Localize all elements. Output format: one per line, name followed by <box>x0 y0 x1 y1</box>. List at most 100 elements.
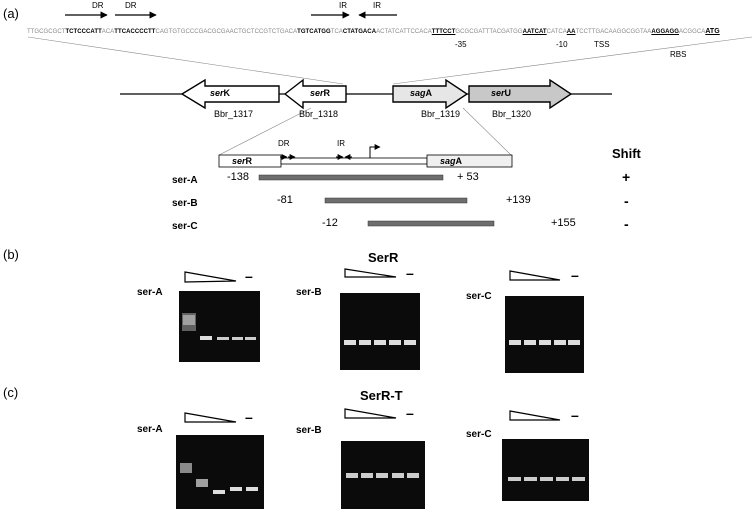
seq-part: CATCA <box>546 29 567 35</box>
sagA-label: sagA <box>410 88 432 98</box>
gel-c-ser-B-image <box>341 441 425 509</box>
minus10-label: -10 <box>556 40 568 49</box>
probe-name: ser-C <box>172 221 198 232</box>
concentration-wedge <box>509 270 561 281</box>
seq-start-codon: ATG <box>705 28 720 35</box>
zoom-sagA-suffix: A <box>455 156 463 166</box>
zoom-line <box>218 107 312 156</box>
promoter-arrow <box>369 144 381 158</box>
concentration-wedge <box>184 412 237 423</box>
serR-label: serR <box>310 88 330 98</box>
seq-part: CAGTGTGCCCGACGCGAACTGCTCCGTCTGACA <box>155 29 298 35</box>
shift-result: - <box>624 193 629 209</box>
gene-map <box>27 11 753 227</box>
shift-header: Shift <box>612 146 641 161</box>
seq-ir1: TGTCATGG <box>297 29 331 35</box>
seq-part: TCCTTGACAAGGCGGTAA <box>575 29 652 35</box>
serR-suffix: R <box>323 88 331 98</box>
concentration-wedge <box>184 271 237 283</box>
seq-part: ACTATCATTCCACA <box>376 29 432 35</box>
no-protein-lane-mark: – <box>406 405 414 421</box>
serK-gene-arrow <box>180 78 280 110</box>
probe-end: + 53 <box>457 171 479 183</box>
probe-name: ser-A <box>172 175 198 186</box>
zoom-dr-label: DR <box>278 139 290 148</box>
probe-start: -81 <box>277 194 293 206</box>
zoom-serR-italic: ser <box>232 156 246 166</box>
concentration-wedge <box>509 410 561 421</box>
serK-italic: ser <box>210 88 224 98</box>
serU-italic: ser <box>491 88 505 98</box>
probe-end: +155 <box>551 217 576 229</box>
zoom-serR-suffix: R <box>245 156 253 166</box>
dr-label-2: DR <box>125 1 137 10</box>
zoom-sagA-label: sagA <box>440 156 462 166</box>
no-protein-lane-mark: – <box>245 409 253 425</box>
gel-c-title: SerR-T <box>360 388 403 403</box>
zoom-sagA-italic: sag <box>440 156 456 166</box>
seq-minus10: AATCAT <box>522 29 547 35</box>
probe-end: +139 <box>506 194 531 206</box>
gel-c-ser-A-image <box>176 435 264 509</box>
zoom-line <box>462 107 512 156</box>
serR-locus: Bbr_1318 <box>299 109 339 119</box>
probe-ser-C-bar <box>367 220 495 227</box>
concentration-wedge <box>344 268 397 278</box>
zoom-line <box>27 36 344 85</box>
probe-ser-B-bar <box>324 197 468 204</box>
gel-b-lane-label: ser-C <box>466 291 492 302</box>
sagA-suffix: A <box>425 88 433 98</box>
seq-minus35: TTTCCT <box>431 29 456 35</box>
seq-tss: AA <box>566 29 576 35</box>
dr-label-1: DR <box>92 1 104 10</box>
serR-gene-arrow <box>283 78 347 110</box>
ir-label-2: IR <box>373 1 381 10</box>
serR-italic: ser <box>310 88 324 98</box>
panel-label-a: (a) <box>3 6 19 21</box>
gel-b-ser-C-image <box>505 296 584 373</box>
probe-start: -12 <box>322 217 338 229</box>
gel-b-title: SerR <box>368 250 399 265</box>
seq-ir2: CTATGACA <box>342 29 377 35</box>
probe-ser-A-bar <box>258 174 444 181</box>
gel-c-lane-label: ser-A <box>137 424 163 435</box>
serU-suffix: U <box>504 88 512 98</box>
tss-label: TSS <box>594 40 610 49</box>
minus35-label: -35 <box>455 40 467 49</box>
gel-c-lane-label: ser-C <box>466 429 492 440</box>
no-protein-lane-mark: – <box>245 268 253 284</box>
serU-locus: Bbr_1320 <box>492 109 532 119</box>
panel-label-b: (b) <box>3 247 19 262</box>
shift-result: - <box>624 216 629 232</box>
serU-gene-arrow <box>468 78 573 110</box>
zoom-serR-label: serR <box>232 156 252 166</box>
seq-part: TCA <box>330 29 343 35</box>
probe-start: -138 <box>227 171 250 183</box>
gel-b-ser-A-image <box>179 291 260 362</box>
serK-label: serK <box>210 88 230 98</box>
seq-part: ACGGCA <box>679 29 706 35</box>
seq-dr1: TCTCCCATT <box>65 29 102 35</box>
seq-dr2: TTCACCCCTT <box>114 29 156 35</box>
seq-part: TTGCGCGCT <box>27 29 66 35</box>
promoter-sequence: TTGCGCGCTTCTCCCATTACATTCACCCCTTCAGTGTGCC… <box>27 28 720 35</box>
no-protein-lane-mark: – <box>406 265 414 281</box>
seq-rbs: AGGAGG <box>651 29 679 35</box>
serK-locus: Bbr_1317 <box>214 109 254 119</box>
serK-suffix: K <box>223 88 231 98</box>
zoom-sagA-box <box>426 154 513 168</box>
sagA-italic: sag <box>410 88 426 98</box>
panel-label-c: (c) <box>3 385 19 400</box>
probe-name: ser-B <box>172 198 198 209</box>
sagA-locus: Bbr_1319 <box>421 109 461 119</box>
serU-label: serU <box>491 88 511 98</box>
no-protein-lane-mark: – <box>571 267 579 283</box>
ir-label-1: IR <box>339 1 347 10</box>
shift-result: + <box>622 169 631 185</box>
gel-b-lane-label: ser-B <box>296 287 322 298</box>
zoom-line <box>392 36 753 85</box>
gel-b-lane-label: ser-A <box>137 287 163 298</box>
zoom-ir-label: IR <box>337 139 345 148</box>
seq-part: GCGCGATTTACGATGG <box>455 29 523 35</box>
